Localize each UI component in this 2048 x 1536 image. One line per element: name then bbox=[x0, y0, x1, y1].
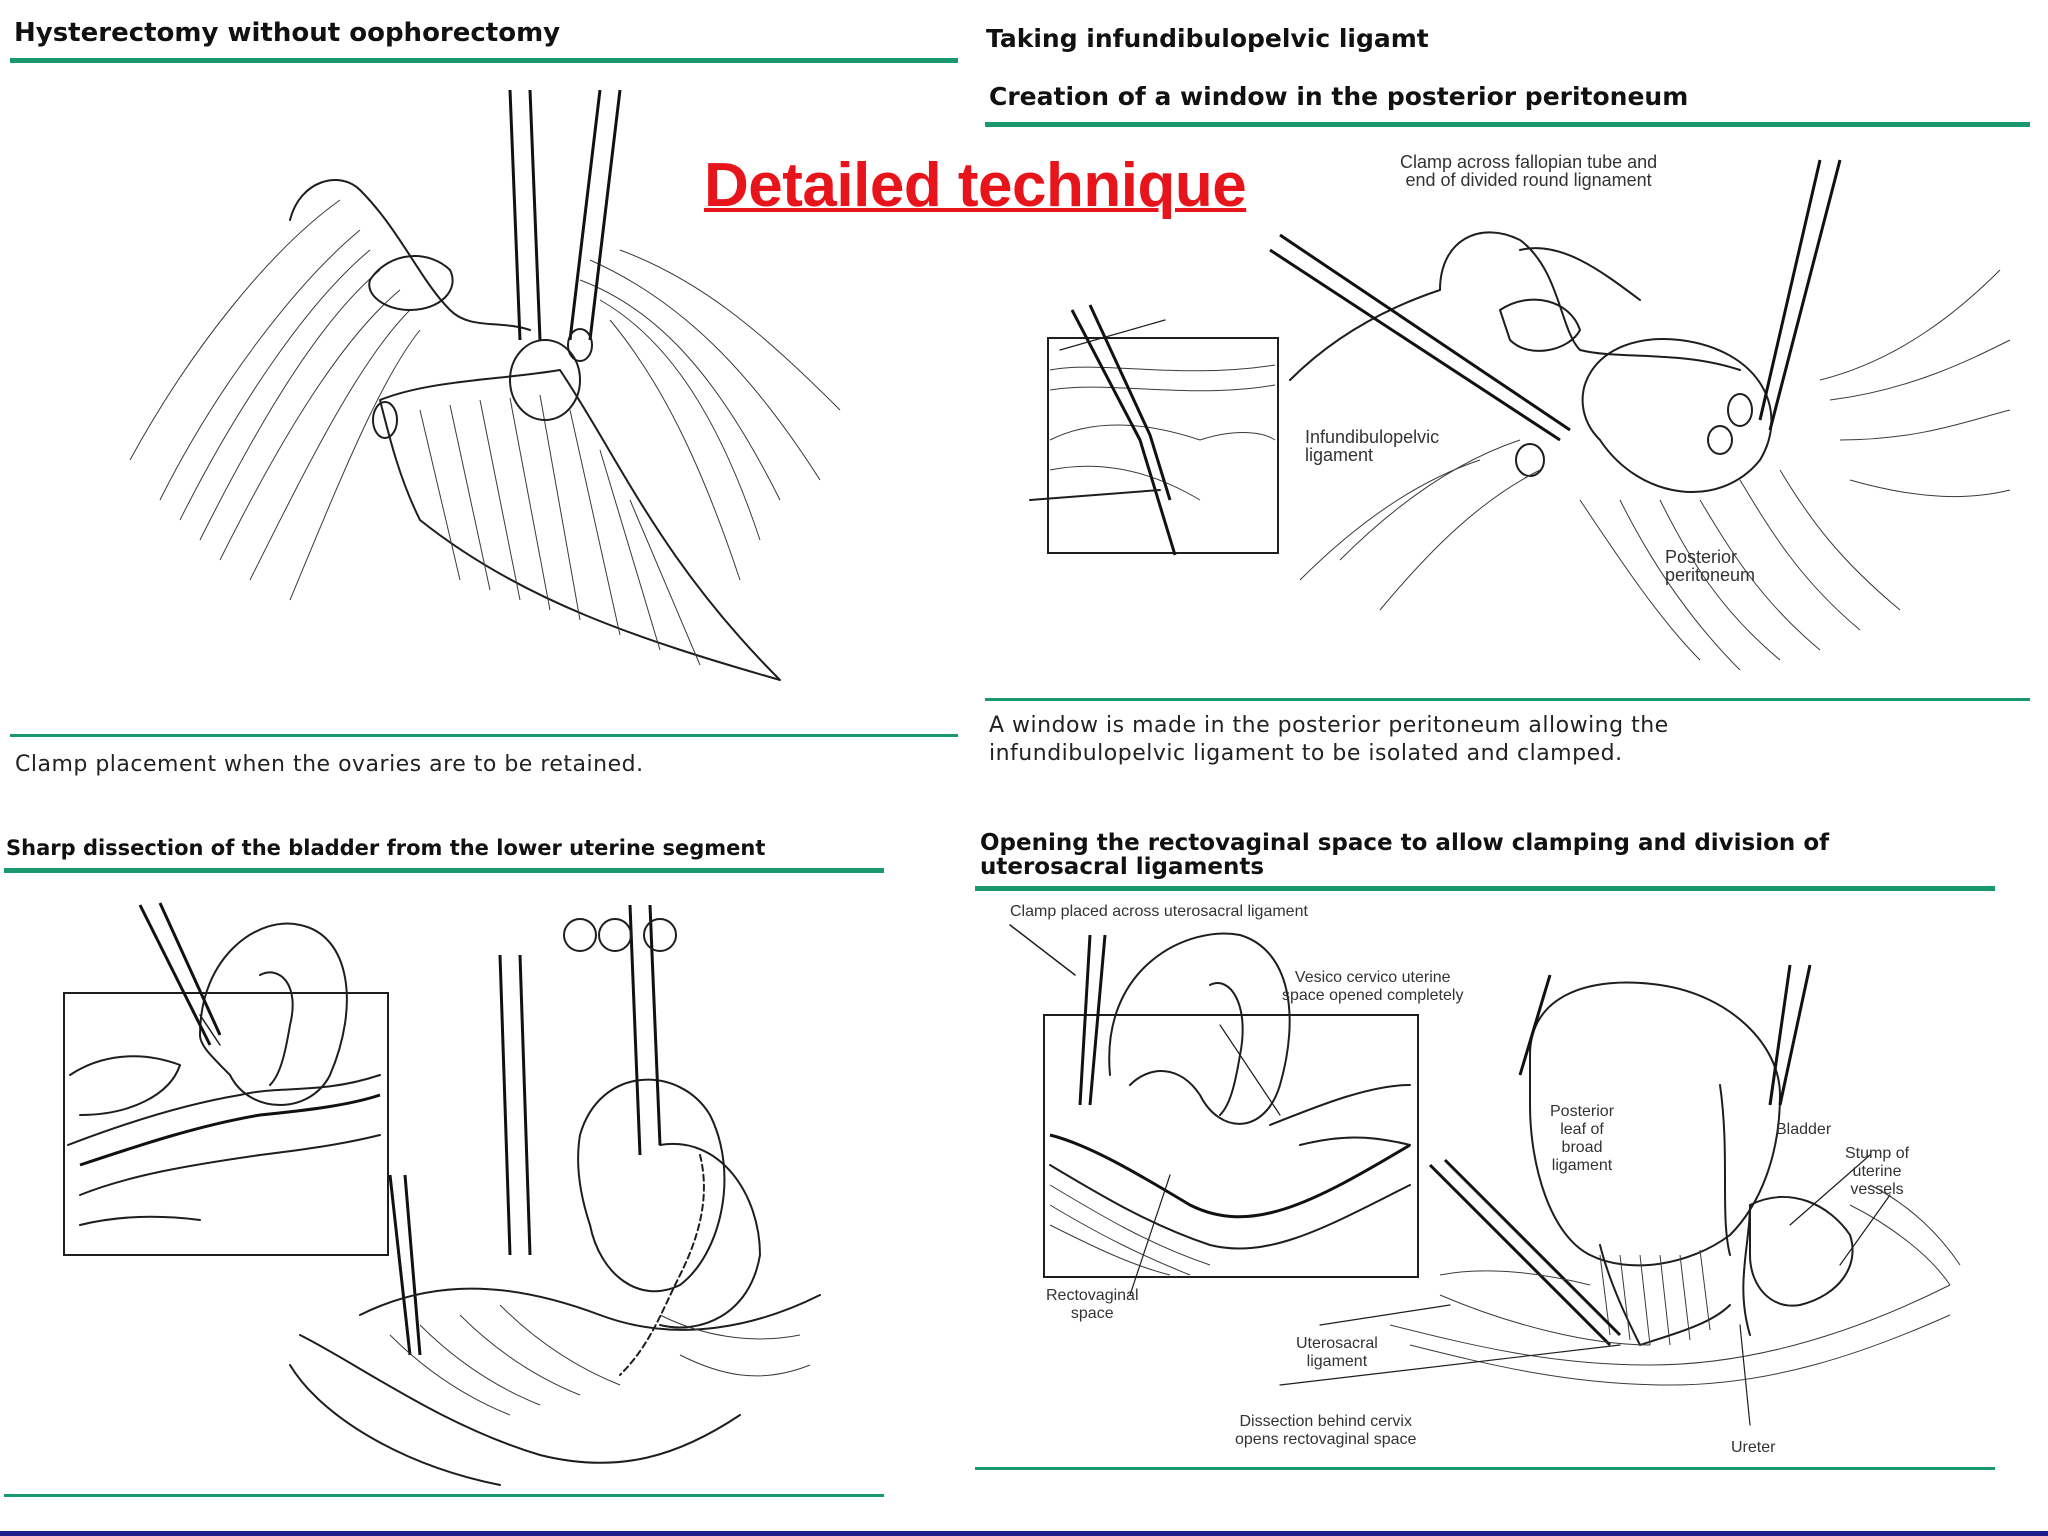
label-rectovaginal-space: Rectovaginal space bbox=[1046, 1287, 1139, 1322]
caption-clamp-placement: Clamp placement when the ovaries are to … bbox=[15, 752, 644, 777]
panel-title-hysterectomy: Hysterectomy without oophorectomy bbox=[14, 18, 561, 48]
label-posterior-peritoneum: Posterior peritoneum bbox=[1665, 547, 1756, 585]
panel-rule bbox=[10, 58, 958, 63]
label-infundibulopelvic-ligament: Infundibulopelvic ligament bbox=[1305, 427, 1440, 465]
caption-window-line2: infundibulopelvic ligament to be isolate… bbox=[989, 741, 1623, 766]
panel-title-rectovaginal-line2: uterosacral ligaments bbox=[980, 854, 1265, 880]
panel-title-rectovaginal-line1: Opening the rectovaginal space to allow … bbox=[980, 830, 1830, 856]
label-stump-uterine-vessels: Stump of uterine vessels bbox=[1845, 1145, 1910, 1198]
illustration-hysterectomy-clamps bbox=[129, 89, 841, 681]
label-ureter: Ureter bbox=[1731, 1439, 1776, 1456]
panel-rule bbox=[10, 734, 958, 737]
label-dissection-behind-cervix: Dissection behind cervix opens rectovagi… bbox=[1235, 1413, 1417, 1448]
label-clamp-uterosacral: Clamp placed across uterosacral ligament bbox=[1010, 903, 1308, 920]
illustration-posterior-window bbox=[1029, 159, 2011, 671]
label-clamp-across-tube: Clamp across fallopian tube and end of d… bbox=[1400, 152, 1658, 190]
slide-bottom-bar bbox=[0, 1531, 2048, 1536]
label-posterior-leaf: Posterior leaf of broad ligament bbox=[1550, 1103, 1615, 1174]
panel-rule bbox=[985, 122, 2030, 127]
panel-title-bladder-dissection: Sharp dissection of the bladder from the… bbox=[6, 836, 766, 860]
panel-title-window: Creation of a window in the posterior pe… bbox=[989, 82, 1689, 111]
caption-window-line1: A window is made in the posterior perito… bbox=[989, 713, 1669, 738]
panel-rule bbox=[975, 1467, 1995, 1470]
panel-rule bbox=[985, 698, 2030, 701]
label-uterosacral-ligament: Uterosacral ligament bbox=[1296, 1335, 1378, 1370]
illustration-rectovaginal-space bbox=[1009, 924, 1961, 1426]
label-vesico-cervico-uterine: Vesico cervico uterine space opened comp… bbox=[1282, 969, 1464, 1004]
panel-rule bbox=[975, 886, 1995, 891]
panel-title-infundibulopelvic: Taking infundibulopelvic ligamt bbox=[986, 24, 1429, 53]
panel-rule bbox=[4, 868, 884, 873]
panel-rule bbox=[4, 1494, 884, 1497]
label-bladder: Bladder bbox=[1776, 1121, 1832, 1138]
slide-title-detailed-technique: Detailed technique bbox=[704, 151, 1247, 220]
illustration-bladder-dissection bbox=[63, 902, 821, 1486]
